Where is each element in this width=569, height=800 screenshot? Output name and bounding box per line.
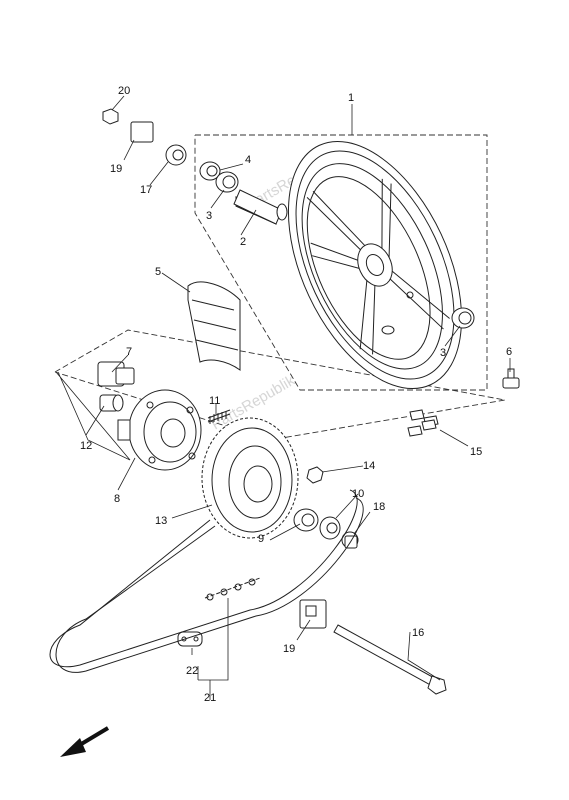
callout-4: 4 bbox=[245, 154, 251, 166]
hex-bolt[interactable] bbox=[502, 368, 520, 389]
callout-16: 16 bbox=[412, 627, 424, 639]
callout-13: 13 bbox=[155, 515, 167, 527]
callout-15: 15 bbox=[470, 446, 482, 458]
callout-3-right: 3 bbox=[440, 347, 446, 359]
callout-7: 7 bbox=[126, 346, 132, 358]
label-set[interactable] bbox=[407, 409, 439, 437]
callout-10: 10 bbox=[352, 488, 364, 500]
sprocket-hub[interactable] bbox=[117, 389, 202, 471]
callout-labels: 1 2 3 3 4 5 6 7 8 9 10 11 12 13 14 15 16… bbox=[80, 85, 512, 704]
callout-11: 11 bbox=[209, 395, 220, 407]
callout-6: 6 bbox=[506, 346, 512, 358]
valve-hole bbox=[406, 291, 414, 299]
bearing-right[interactable] bbox=[451, 307, 475, 329]
callout-14: 14 bbox=[363, 460, 375, 472]
callout-12: 12 bbox=[80, 440, 92, 452]
adjuster-plate-lower[interactable] bbox=[299, 599, 327, 629]
callout-19-lower: 19 bbox=[283, 643, 295, 655]
rear-wheel[interactable] bbox=[253, 115, 497, 416]
front-direction-arrow-icon bbox=[60, 726, 110, 757]
bearing-9[interactable] bbox=[293, 508, 319, 532]
callout-19-upper: 19 bbox=[110, 163, 122, 175]
oil-seal[interactable] bbox=[199, 161, 221, 181]
collar-17[interactable] bbox=[165, 144, 187, 166]
valve-stem bbox=[381, 325, 395, 335]
callout-5: 5 bbox=[155, 266, 161, 278]
oil-seal-10[interactable] bbox=[319, 516, 341, 540]
adjuster-plate-upper[interactable] bbox=[130, 121, 154, 143]
callout-18: 18 bbox=[373, 501, 385, 513]
callout-20: 20 bbox=[118, 85, 130, 97]
sprocket-collar[interactable] bbox=[99, 394, 124, 412]
callout-2: 2 bbox=[240, 236, 246, 248]
drive-chain-outline-inner bbox=[55, 497, 364, 673]
callout-9: 9 bbox=[258, 533, 264, 545]
drive-chain-outline bbox=[49, 489, 358, 668]
wheel-group-outline bbox=[194, 134, 488, 391]
damper-blocks[interactable] bbox=[97, 361, 135, 387]
nut-20[interactable] bbox=[102, 108, 119, 125]
callout-8: 8 bbox=[114, 493, 120, 505]
bearing-left[interactable] bbox=[215, 171, 239, 193]
callout-1: 1 bbox=[348, 92, 354, 104]
hub-group-outline bbox=[54, 329, 506, 441]
callout-22: 22 bbox=[186, 665, 198, 677]
hub-damper[interactable] bbox=[187, 281, 241, 371]
wheel-axle[interactable] bbox=[333, 624, 447, 695]
callout-3-left: 3 bbox=[206, 210, 212, 222]
rear-sprocket[interactable] bbox=[201, 417, 299, 539]
callout-17: 17 bbox=[140, 184, 152, 196]
self-locking-nut[interactable] bbox=[306, 466, 324, 484]
leader-lines bbox=[55, 95, 511, 700]
chain-joint[interactable] bbox=[177, 631, 203, 647]
stud-bolt[interactable] bbox=[207, 409, 231, 424]
drive-chain[interactable] bbox=[204, 577, 261, 601]
callout-21: 21 bbox=[204, 692, 216, 704]
